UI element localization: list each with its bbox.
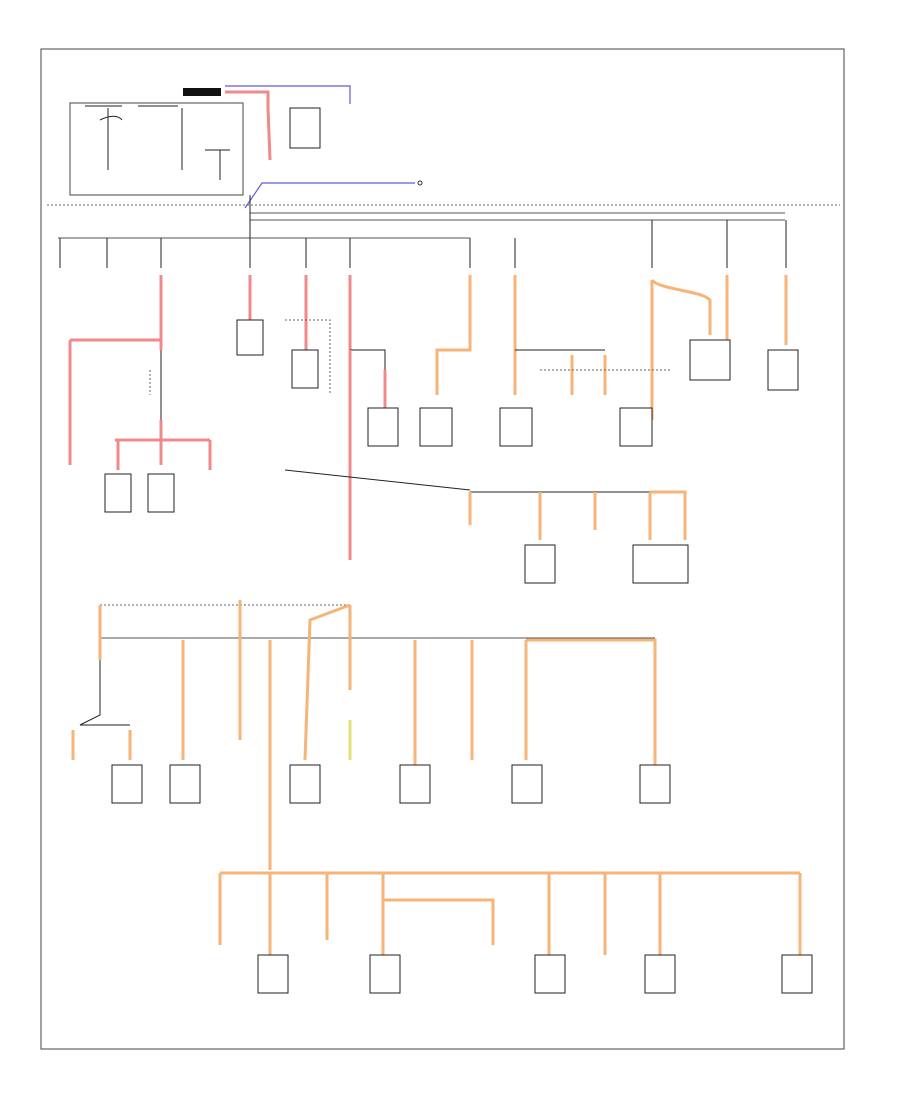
center-relay-2 bbox=[291, 349, 319, 389]
right-relay-4 bbox=[689, 339, 731, 381]
diagram-border bbox=[40, 48, 845, 1050]
left-component-1 bbox=[104, 473, 132, 513]
left-red-circuit bbox=[68, 275, 212, 513]
lower-row-components bbox=[111, 764, 671, 804]
lower-branches bbox=[71, 600, 657, 870]
battery-feed-red bbox=[225, 90, 272, 161]
bottom-comp-1 bbox=[257, 954, 289, 994]
lower-comp-6 bbox=[639, 764, 671, 804]
right-relay-2 bbox=[499, 407, 533, 447]
ground-label-block bbox=[183, 88, 221, 96]
lower-comp-1 bbox=[111, 764, 143, 804]
right-upper-orange-circuits bbox=[419, 275, 799, 447]
right-relay-5 bbox=[767, 349, 799, 391]
right-relay-3 bbox=[619, 407, 653, 447]
fusible-link-blue bbox=[225, 85, 351, 104]
lower-comp-4 bbox=[399, 764, 431, 804]
bottom-comp-3 bbox=[534, 954, 566, 994]
fuse-drops bbox=[59, 195, 787, 268]
right-relay-1 bbox=[419, 407, 453, 447]
lower-comp-5 bbox=[511, 764, 543, 804]
mid-component-2 bbox=[632, 544, 689, 584]
center-relay-1 bbox=[236, 319, 264, 356]
bottom-drops bbox=[218, 873, 802, 955]
middle-orange-block bbox=[284, 469, 689, 584]
center-component-3 bbox=[367, 407, 399, 447]
lower-comp-3 bbox=[289, 764, 321, 804]
bottom-comp-2 bbox=[369, 954, 401, 994]
bottom-comp-4 bbox=[644, 954, 676, 994]
left-component-2 bbox=[147, 473, 175, 513]
mid-component-1 bbox=[524, 544, 556, 584]
lower-comp-2 bbox=[169, 764, 201, 804]
bottom-row-components bbox=[257, 954, 813, 994]
starter-generator-box bbox=[289, 107, 321, 149]
underhood-fuse-block bbox=[69, 102, 244, 196]
bottom-comp-5 bbox=[781, 954, 813, 994]
center-red-circuits bbox=[236, 275, 399, 560]
power-source-section bbox=[69, 85, 423, 209]
